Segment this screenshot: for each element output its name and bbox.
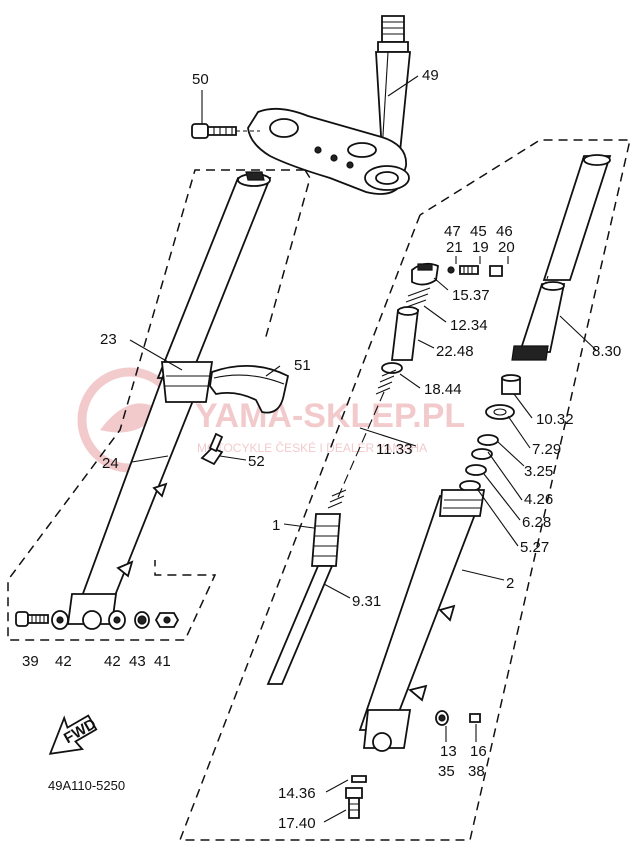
front-direction-arrow: FWD [48, 714, 99, 755]
left-outer-tube [66, 361, 214, 630]
callout-17-40: 17.40 [278, 815, 316, 832]
callout-10-32: 10.32 [536, 411, 574, 428]
callout-8-30: 8.30 [592, 343, 621, 360]
right-group-outline [178, 139, 631, 841]
callout-14-36: 14.36 [278, 785, 316, 802]
callout-47: 47 [444, 223, 461, 240]
callout-42-left: 42 [55, 653, 72, 670]
callout-19: 19 [472, 239, 489, 256]
watermark-subtitle: MOTOCYKLE ČESKÉ I DEALER YAMAHA [197, 440, 427, 455]
callout-5-27: 5.27 [520, 539, 549, 556]
small-parts-45-46-47 [447, 265, 503, 277]
callout-2: 2 [506, 575, 514, 592]
callout-49: 49 [422, 67, 439, 84]
watermark-logo-mark [100, 403, 160, 433]
callout-6-28: 6.28 [522, 514, 551, 531]
callout-46: 46 [496, 223, 513, 240]
callout-24: 24 [102, 455, 119, 472]
right-outer-tube-2 [358, 489, 486, 752]
washer-18 [381, 362, 403, 374]
callout-45: 45 [470, 223, 487, 240]
callout-35: 35 [438, 763, 455, 780]
callout-7-29: 7.29 [532, 441, 561, 458]
diagram-code: 49A110-5250 [48, 778, 125, 793]
drain-parts [345, 710, 481, 819]
callout-20: 20 [498, 239, 515, 256]
steering-stem [375, 15, 411, 153]
callout-38: 38 [468, 763, 485, 780]
callout-39: 39 [22, 653, 39, 670]
upper-bracket [247, 107, 410, 195]
bolt-50 [191, 123, 260, 139]
callout-23: 23 [100, 331, 117, 348]
damper-rod-9 [266, 513, 341, 685]
spring-12 [403, 287, 431, 309]
callout-51: 51 [294, 357, 311, 374]
left-axle-parts [15, 610, 180, 630]
callout-52: 52 [248, 453, 265, 470]
callout-4-26: 4.26 [524, 491, 553, 508]
seals-stack [459, 374, 521, 492]
bolt-52 [200, 432, 224, 466]
callout-41: 41 [154, 653, 171, 670]
callout-1: 1 [272, 517, 280, 534]
callout-16: 16 [470, 743, 487, 760]
callout-21: 21 [446, 239, 463, 256]
inner-tube-right [511, 154, 612, 361]
cap-bolt-15 [411, 262, 439, 286]
fender-bracket-51 [209, 364, 290, 414]
callout-42-right: 42 [104, 653, 121, 670]
leader-lines [129, 75, 597, 823]
callout-12-34: 12.34 [450, 317, 488, 334]
callout-11-33: 11.33 [376, 441, 412, 458]
callout-50: 50 [192, 71, 209, 88]
left-inner-tube [156, 171, 272, 379]
callout-43: 43 [129, 653, 146, 670]
fork-spring-11 [327, 369, 397, 509]
callout-3-25: 3.25 [524, 463, 553, 480]
callout-9-31: 9.31 [352, 593, 381, 610]
callout-labels: 50 49 23 51 24 52 39 42 42 43 41 47 21 4… [22, 67, 621, 832]
callout-13: 13 [440, 743, 457, 760]
callout-18-44: 18.44 [424, 381, 462, 398]
left-group-outline [7, 169, 311, 641]
callout-15-37: 15.37 [452, 287, 490, 304]
spacer-22 [390, 306, 420, 361]
watermark-title: YAMA-SKLEP.PL [195, 397, 465, 435]
callout-22-48: 22.48 [436, 343, 474, 360]
